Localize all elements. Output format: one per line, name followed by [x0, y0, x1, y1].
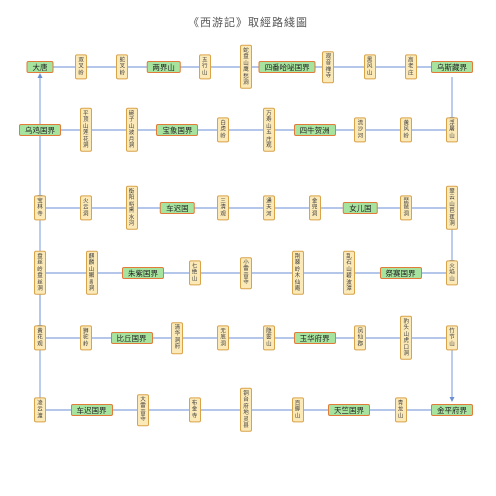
arrow-head [449, 397, 455, 402]
kingdom-box: 女儿国 [343, 202, 378, 214]
place-box: 黑风山 [363, 54, 376, 80]
place-box: 衡阳峪黑水河 [125, 185, 138, 231]
place-box: 琵琶洞 [400, 195, 413, 221]
kingdom-box: 乌斯藏界 [431, 61, 473, 73]
place-box: 三清观 [217, 195, 230, 221]
place-box: 流沙河 [354, 117, 367, 143]
place-box: 金兜洞 [308, 195, 321, 221]
place-box: 竹节山 [446, 325, 458, 351]
place-box: 万寿山五庄观 [262, 107, 275, 153]
place-box: 麒麟山獬豸洞 [85, 250, 98, 296]
kingdom-box: 大唐 [26, 61, 54, 73]
place-box: 百脚山 [291, 397, 304, 423]
kingdom-box: 祭赛国界 [379, 267, 422, 279]
kingdom-box: 两界山 [146, 61, 181, 73]
place-box: 火焰山 [446, 260, 458, 286]
place-box: 荆棘岭木仙庵 [291, 250, 304, 296]
kingdom-box: 车迟国界 [70, 404, 113, 416]
place-box: 白虎岭 [217, 117, 230, 143]
place-box: 乱石山碧波潭 [343, 250, 355, 296]
place-box: 翠云山芭蕉洞 [446, 185, 458, 231]
place-box: 观音禅寺 [322, 51, 335, 83]
place-box: 清华洞府 [171, 322, 184, 354]
kingdom-box: 金平府界 [431, 404, 473, 416]
kingdom-box: 四牛贺洲 [293, 124, 336, 136]
place-box: 宝林寺 [34, 195, 46, 221]
kingdom-box: 四番哈咇国界 [258, 61, 316, 73]
kingdom-box: 天竺国界 [328, 404, 370, 416]
place-box: 无底洞 [217, 325, 230, 351]
place-box: 隐雾山 [262, 325, 275, 351]
place-box: 凌云渡 [34, 397, 46, 423]
place-box: 凤仙郡 [354, 325, 367, 351]
arrow-head [37, 73, 43, 78]
place-box: 蛇盘山鹰愁涧 [240, 44, 252, 90]
place-box: 通天河 [262, 195, 275, 221]
place-box: 铜台府地灵县 [240, 387, 252, 433]
place-box: 小雷音寺 [240, 257, 252, 289]
place-box: 大雷音寺 [137, 394, 149, 426]
place-box: 七绝山 [188, 260, 201, 286]
place-box: 碗子山波月洞 [125, 107, 138, 153]
place-box: 双叉岭 [75, 54, 88, 80]
kingdom-box: 玉华府界 [293, 332, 336, 344]
place-box: 黄花观 [34, 325, 46, 351]
place-box: 平顶山莲花洞 [79, 107, 92, 153]
kingdom-box: 乌鸡国界 [19, 124, 61, 136]
kingdom-box: 车迟国 [160, 202, 195, 214]
place-box: 豹头山虎口洞 [400, 315, 413, 361]
place-box: 狮驼岭 [79, 325, 92, 351]
page-title: 《西游記》取經路綫圖 [188, 16, 308, 29]
place-box: 布金寺 [188, 397, 201, 423]
kingdom-box: 宝象国界 [156, 124, 199, 136]
place-box: 蛇叉岭 [116, 54, 129, 80]
kingdom-box: 比丘国界 [110, 332, 153, 344]
place-box: 黄风岭 [400, 117, 413, 143]
place-box: 高老庄 [404, 54, 417, 80]
place-box: 浮屠山 [446, 117, 458, 143]
place-box: 青龙山 [394, 397, 407, 423]
place-box: 五行山 [198, 54, 211, 80]
place-box: 火云洞 [79, 195, 92, 221]
place-box: 盘丝岭盘丝洞 [34, 250, 46, 296]
kingdom-box: 朱紫国界 [122, 267, 164, 279]
